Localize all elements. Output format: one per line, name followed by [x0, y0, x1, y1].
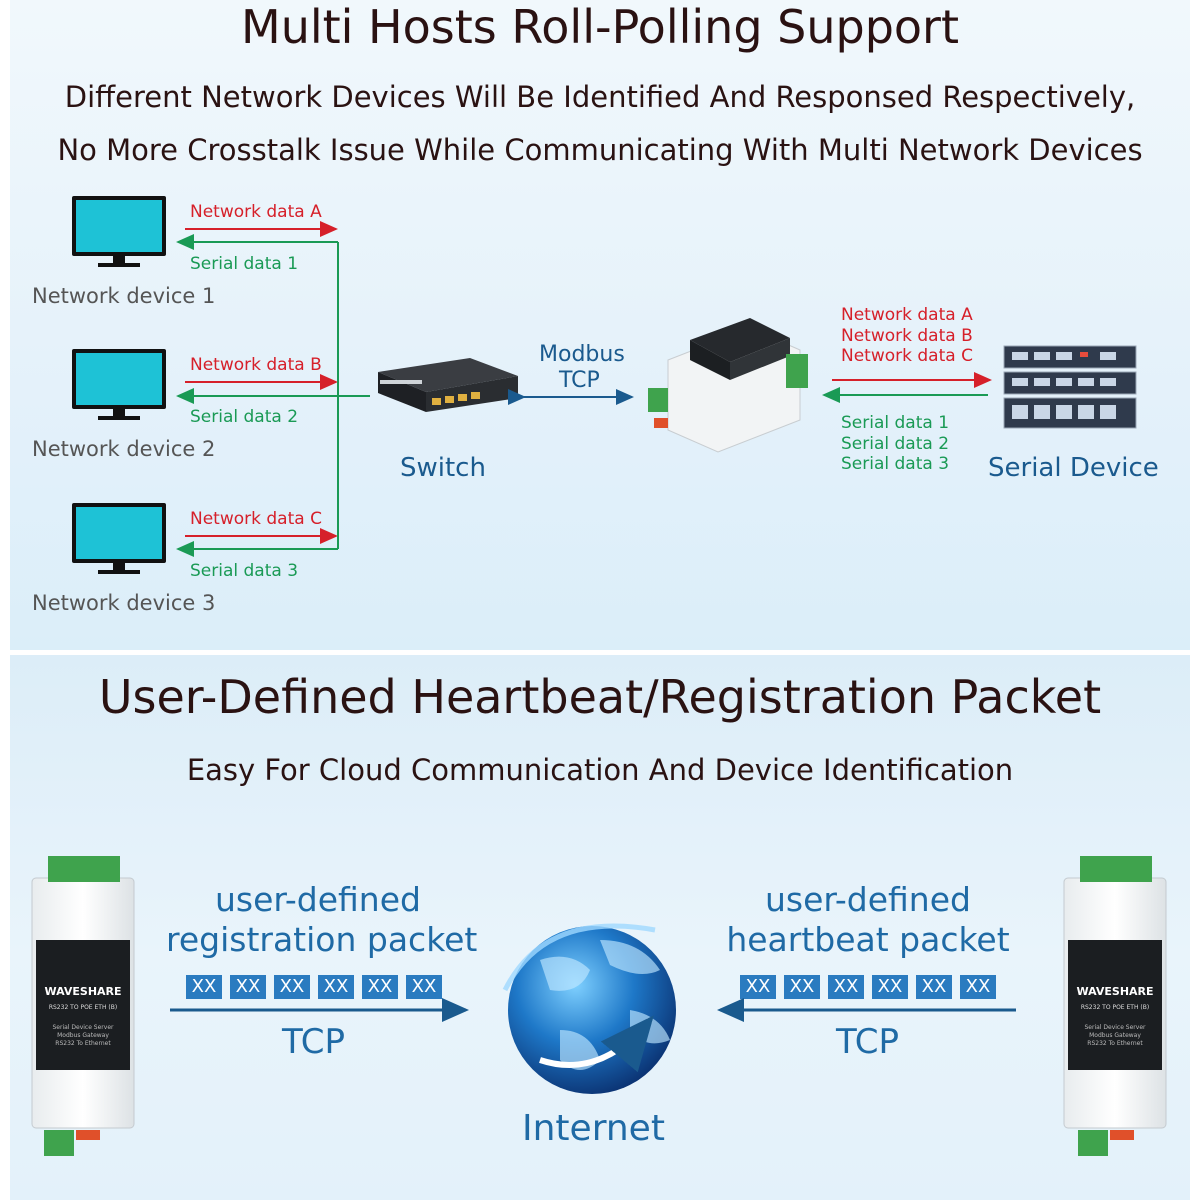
globe-icon	[502, 923, 676, 1094]
section2-title: User-Defined Heartbeat/Registration Pack…	[98, 670, 1102, 724]
device-desc: Serial Device Server	[1084, 1024, 1146, 1031]
monitor-icon	[72, 503, 166, 574]
right-byte-labels: XX XX XX XX XX XX	[740, 976, 996, 997]
serial-device-label: Serial Device	[988, 453, 1159, 483]
protocol-label-line1: Modbus	[539, 342, 625, 367]
device-desc: RS232 To Ethernet	[1087, 1040, 1143, 1047]
byte-label: XX	[323, 976, 349, 997]
internet-label: Internet	[522, 1108, 665, 1149]
left-byte-labels: XX XX XX XX XX XX	[186, 976, 442, 997]
switch-icon	[378, 358, 518, 412]
converter-device-icon	[648, 318, 808, 453]
tcp-label-left: TCP	[282, 1022, 346, 1062]
serial-data-label: Serial data 3	[190, 561, 299, 581]
right-serial-label: Serial data 1	[841, 413, 950, 433]
left-byte-boxes	[186, 975, 442, 999]
network-data-label: Network data C	[190, 509, 322, 529]
section1-title: Multi Hosts Roll-Polling Support	[241, 0, 959, 54]
server-rack-icon	[1003, 345, 1137, 429]
right-serial-label: Serial data 2	[841, 434, 950, 454]
network-data-label: Network data B	[190, 355, 322, 375]
protocol-label-line2: TCP	[559, 368, 600, 393]
serial-data-label: Serial data 1	[190, 254, 299, 274]
right-network-label: Network data A	[841, 305, 973, 325]
byte-label: XX	[789, 976, 815, 997]
device-brand: WAVESHARE	[44, 985, 122, 998]
device-desc: Modbus Gateway	[57, 1032, 109, 1039]
byte-label: XX	[965, 976, 991, 997]
network-data-label: Network data A	[190, 202, 322, 222]
section1-subtitle-line2: No More Crosstalk Issue While Communicat…	[57, 133, 1143, 167]
right-packet-line2: heartbeat packet	[726, 920, 1010, 959]
byte-label: XX	[279, 976, 305, 997]
device-model: RS232 TO POE ETH (B)	[1080, 1004, 1150, 1011]
serial-device-arrows	[822, 372, 992, 403]
device-desc: Modbus Gateway	[1089, 1032, 1141, 1039]
network-device-label: Network device 1	[32, 284, 216, 308]
byte-label: XX	[921, 976, 947, 997]
byte-label: XX	[833, 976, 859, 997]
roll-polling-panel	[10, 0, 1190, 650]
serial-data-label: Serial data 2	[190, 407, 299, 427]
device-brand: WAVESHARE	[1076, 985, 1154, 998]
section1-subtitle-line1: Different Network Devices Will Be Identi…	[64, 80, 1136, 114]
switch-label: Switch	[400, 453, 486, 483]
byte-label: XX	[191, 976, 217, 997]
byte-label: XX	[877, 976, 903, 997]
network-device-label: Network device 3	[32, 591, 216, 615]
byte-label: XX	[745, 976, 771, 997]
right-packet-line1: user-defined	[765, 880, 971, 919]
device-desc: Serial Device Server	[52, 1024, 114, 1031]
left-packet-line2: registration packet	[166, 920, 478, 959]
device-model: RS232 TO POE ETH (B)	[48, 1004, 118, 1011]
right-network-label: Network data B	[841, 326, 973, 346]
network-device-label: Network device 2	[32, 437, 216, 461]
section2-subtitle: Easy For Cloud Communication And Device …	[186, 753, 1014, 787]
right-byte-boxes	[740, 975, 996, 999]
monitor-icon	[72, 349, 166, 420]
device-desc: RS232 To Ethernet	[55, 1040, 111, 1047]
right-serial-label: Serial data 3	[841, 454, 950, 474]
byte-label: XX	[411, 976, 437, 997]
converter-device-icon	[1063, 856, 1167, 1156]
right-network-label: Network data C	[841, 346, 973, 366]
byte-label: XX	[367, 976, 393, 997]
device-arrows	[176, 221, 370, 557]
monitor-icon	[72, 196, 166, 267]
left-packet-line1: user-defined	[215, 880, 421, 919]
tcp-label-right: TCP	[836, 1022, 900, 1062]
byte-label: XX	[235, 976, 261, 997]
converter-device-icon	[31, 856, 135, 1156]
